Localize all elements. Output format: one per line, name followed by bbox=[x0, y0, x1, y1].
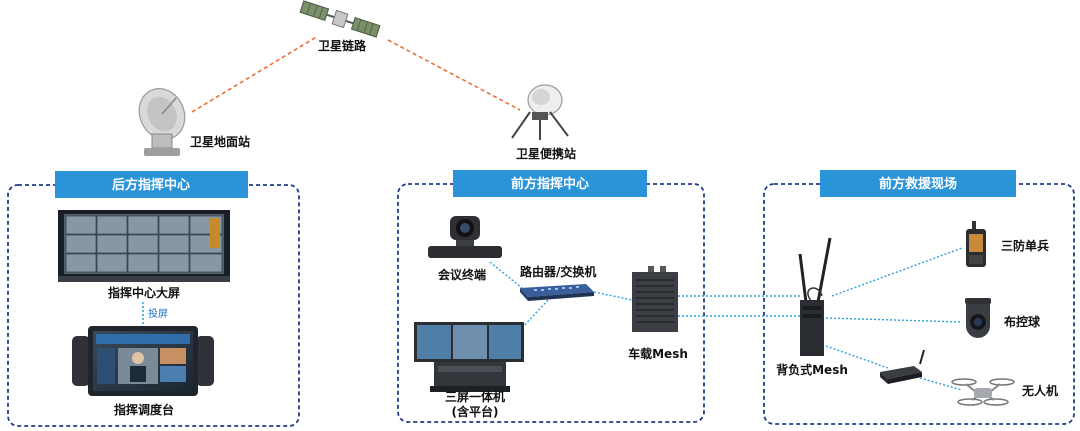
link-router-drone bbox=[919, 377, 963, 391]
dome-label: 布控球 bbox=[1004, 314, 1041, 329]
console-label: 指挥调度台 bbox=[114, 402, 174, 417]
handheld-terminal-icon bbox=[966, 221, 986, 267]
portable-station-label: 卫星便携站 bbox=[516, 146, 576, 161]
backpack-mesh-icon bbox=[798, 237, 832, 356]
drone-icon bbox=[951, 378, 1015, 406]
router-label: 路由器/交换机 bbox=[520, 264, 596, 279]
mini-router-icon bbox=[880, 349, 925, 384]
satellite-link-label: 卫星链路 bbox=[318, 38, 367, 53]
rescue-site-box bbox=[763, 183, 1075, 425]
soldier-label: 三防单兵 bbox=[1001, 238, 1049, 253]
big-screen-label: 指挥中心大屏 bbox=[108, 285, 180, 300]
link-router-threescreen bbox=[519, 299, 549, 331]
rear-header-title: 后方指挥中心 bbox=[112, 177, 190, 193]
link-backpack-router bbox=[825, 345, 889, 369]
link-backpack-dome bbox=[825, 317, 963, 323]
vehicle-mesh-label: 车载Mesh bbox=[628, 346, 688, 361]
backpack-mesh-label: 背负式Mesh bbox=[776, 362, 848, 377]
rescue-header-title: 前方救援现场 bbox=[879, 176, 957, 192]
rear-header-bar bbox=[55, 171, 248, 198]
link-router-vehicle bbox=[593, 291, 633, 301]
video-wall-icon bbox=[58, 210, 230, 282]
ground-station-label: 卫星地面站 bbox=[190, 134, 250, 149]
router-switch-icon bbox=[520, 284, 594, 301]
satellite-link-portable bbox=[387, 39, 521, 111]
portable-dish-icon bbox=[511, 84, 569, 140]
three-screen-icon bbox=[414, 322, 524, 392]
front-header-bar bbox=[453, 170, 647, 197]
dome-camera-icon bbox=[965, 298, 991, 338]
drone-label: 无人机 bbox=[1021, 383, 1058, 398]
three-screen-label-line1: 三屏一体机 bbox=[445, 389, 505, 404]
satellite-icon bbox=[299, 0, 381, 38]
link-conference-router bbox=[489, 261, 523, 289]
cast-label: 投屏 bbox=[148, 307, 168, 320]
front-header-title: 前方指挥中心 bbox=[511, 176, 589, 192]
link-backpack-soldier bbox=[831, 247, 963, 297]
satellite-link-ground bbox=[191, 35, 319, 113]
conference-camera-icon bbox=[428, 216, 502, 258]
dispatch-console-icon bbox=[72, 326, 214, 396]
conference-label: 会议终端 bbox=[438, 267, 486, 282]
three-screen-label-line2: (含平台) bbox=[452, 404, 499, 419]
vehicle-mesh-icon bbox=[632, 266, 678, 332]
satellite-dish-icon bbox=[138, 88, 186, 156]
rescue-header-bar bbox=[820, 170, 1016, 197]
